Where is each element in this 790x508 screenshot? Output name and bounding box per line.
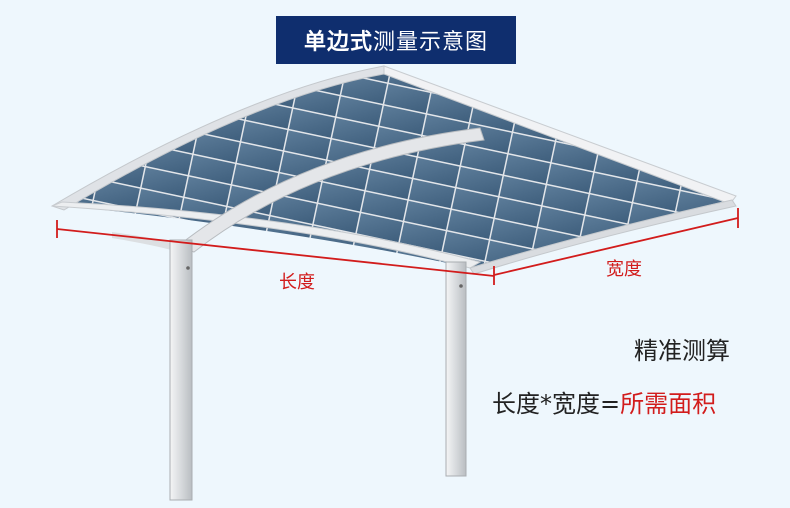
diagram-title-banner: 单边式测量示意图 — [276, 16, 516, 64]
title-bold: 单边式 — [303, 30, 373, 55]
title-rest: 测量示意图 — [373, 30, 489, 55]
left-post — [169, 239, 193, 501]
support-beam — [176, 127, 485, 253]
formula-prefix: 长度*宽度= — [492, 390, 621, 418]
length-label: 长度 — [279, 272, 315, 293]
width-measure-line — [493, 217, 739, 276]
info-accurate-calc: 精准测算 — [634, 337, 730, 365]
formula-result: 所需面积 — [620, 390, 717, 418]
length-measure-line — [56, 228, 495, 277]
width-label: 宽度 — [606, 259, 642, 280]
roof-front-edge — [51, 201, 482, 269]
right-post — [445, 261, 467, 477]
roof-panels — [58, 72, 730, 268]
info-area-formula: 长度*宽度=所需面积 — [492, 384, 716, 419]
